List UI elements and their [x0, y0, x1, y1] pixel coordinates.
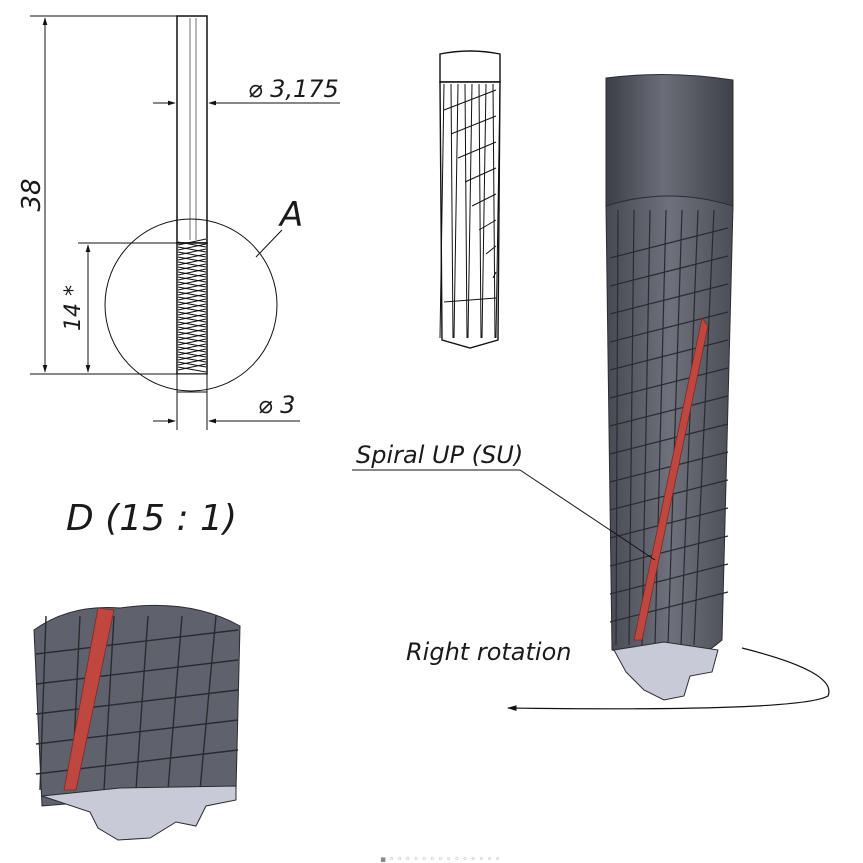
detail-title: D (15 : 1) [66, 498, 237, 539]
cutting-part-hatch [176, 238, 208, 375]
flute-accent [633, 317, 709, 641]
dimension-shank-diameter: ⌀ 3,175 [248, 75, 339, 103]
rendered-tip-face [613, 641, 719, 701]
rendered-bit [605, 73, 734, 701]
detail-circle [104, 218, 278, 392]
dimension-total-length: 38 [17, 178, 47, 211]
detail-flute-accent [63, 607, 115, 791]
footer-caption: ▪ ◦ ◦ ◦ ◦ ◦ ◦ ◦ ◦ ◦ ◦ ◦ ◦ ◦ ◦ [380, 855, 500, 863]
wireframe-bit [439, 50, 501, 349]
detail-callout-label: A [278, 195, 303, 235]
dimension-cutting-length: 14 * [61, 285, 86, 331]
dimension-cutting-diameter: ⌀ 3 [258, 391, 295, 419]
rotation-arrow [507, 647, 830, 711]
detail-render [33, 604, 241, 841]
rendered-shank [605, 73, 734, 207]
technical-drawing: A 38 14 * ⌀ 3,175 ⌀ 3 [17, 15, 340, 430]
detail-tip-face [41, 785, 237, 841]
shank-outline [176, 15, 208, 244]
rotation-direction-label: Right rotation [406, 638, 571, 666]
spiral-direction-label: Spiral UP (SU) [356, 441, 523, 469]
